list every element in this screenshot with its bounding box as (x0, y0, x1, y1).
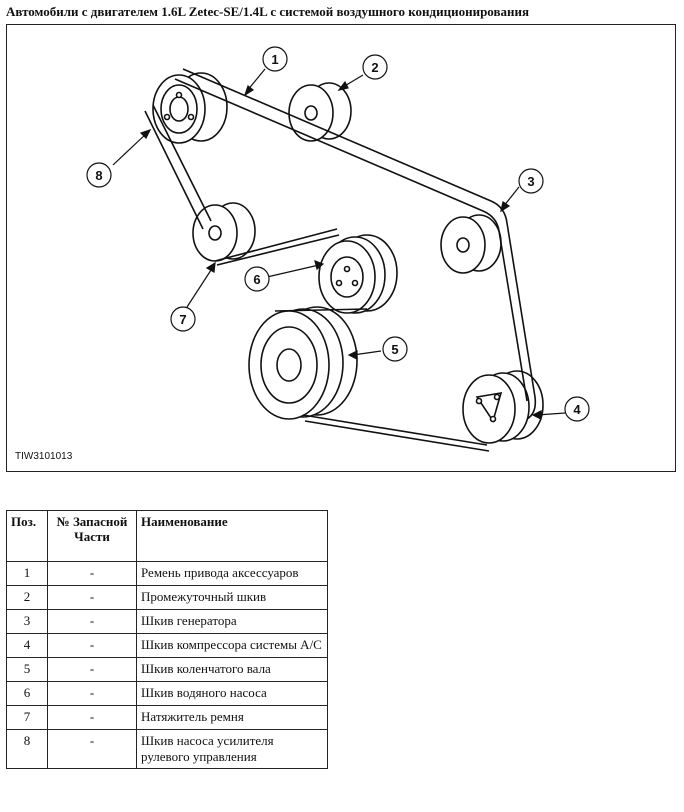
table-row: 3 - Шкив генератора (6, 609, 328, 634)
pulley-generator (440, 214, 502, 274)
cell-name: Натяжитель ремня (136, 705, 328, 730)
table-row: 5 - Шкив коленчатого вала (6, 657, 328, 682)
cell-part: - (47, 585, 137, 610)
accessory-drive-belt (144, 68, 537, 452)
cell-name: Шкив генератора (136, 609, 328, 634)
cell-pos: 8 (6, 729, 48, 769)
header-part-number: № Запасной Части (47, 510, 137, 562)
cell-name: Шкив водяного насоса (136, 681, 328, 706)
callout-3: 3 (527, 174, 534, 189)
pulley-crankshaft (248, 306, 358, 420)
callout-1: 1 (271, 52, 278, 67)
header-name: Наименование (136, 510, 328, 562)
parts-table: Поз. № Запасной Части Наименование 1 - Р… (6, 510, 328, 769)
table-row: 4 - Шкив компрессора системы A/C (6, 633, 328, 658)
callout-7: 7 (179, 312, 186, 327)
pulley-tensioner (192, 202, 256, 262)
table-row: 7 - Натяжитель ремня (6, 705, 328, 730)
cell-name: Промежуточный шкив (136, 585, 328, 610)
table-row: 6 - Шкив водяного насоса (6, 681, 328, 706)
cell-pos: 5 (6, 657, 48, 682)
cell-part: - (47, 609, 137, 634)
cell-part: - (47, 657, 137, 682)
figure-code: TIW3101013 (15, 451, 73, 462)
table-row: 8 - Шкив насоса усилителя рулевого управ… (6, 729, 328, 769)
cell-pos: 6 (6, 681, 48, 706)
callout-2: 2 (371, 60, 378, 75)
pulley-ac-compressor (462, 370, 544, 444)
callout-6: 6 (253, 272, 260, 287)
callout-leaders (112, 68, 566, 420)
cell-pos: 1 (6, 561, 48, 586)
cell-name: Шкив коленчатого вала (136, 657, 328, 682)
belt-diagram-drawing: 1 2 3 4 5 6 7 8 (86, 46, 590, 452)
header-pos: Поз. (6, 510, 48, 562)
callout-circles (86, 46, 590, 422)
cell-pos: 4 (6, 633, 48, 658)
cell-part: - (47, 561, 137, 586)
cell-pos: 7 (6, 705, 48, 730)
callout-4: 4 (573, 402, 581, 417)
callout-5: 5 (391, 342, 398, 357)
pulley-idler (288, 82, 352, 142)
pulley-power-steering (152, 72, 228, 144)
cell-name: Шкив компрессора системы A/C (136, 633, 328, 658)
pulley-water-pump (318, 234, 398, 314)
cell-name: Ремень привода аксессуаров (136, 561, 328, 586)
table-row: 2 - Промежуточный шкив (6, 585, 328, 610)
cell-name: Шкив насоса усилителя рулевого управлени… (136, 729, 328, 769)
cell-part: - (47, 633, 137, 658)
table-row: 1 - Ремень привода аксессуаров (6, 561, 328, 586)
cell-part: - (47, 729, 137, 769)
cell-pos: 2 (6, 585, 48, 610)
callout-8: 8 (95, 168, 102, 183)
cell-part: - (47, 705, 137, 730)
page-title: Автомобили с двигателем 1.6L Zetec-SE/1.… (6, 4, 530, 19)
table-header-row: Поз. № Запасной Части Наименование (6, 510, 328, 562)
cell-part: - (47, 681, 137, 706)
cell-pos: 3 (6, 609, 48, 634)
belt-diagram: 1 2 3 4 5 6 7 8 TIW3101013 (6, 24, 676, 472)
